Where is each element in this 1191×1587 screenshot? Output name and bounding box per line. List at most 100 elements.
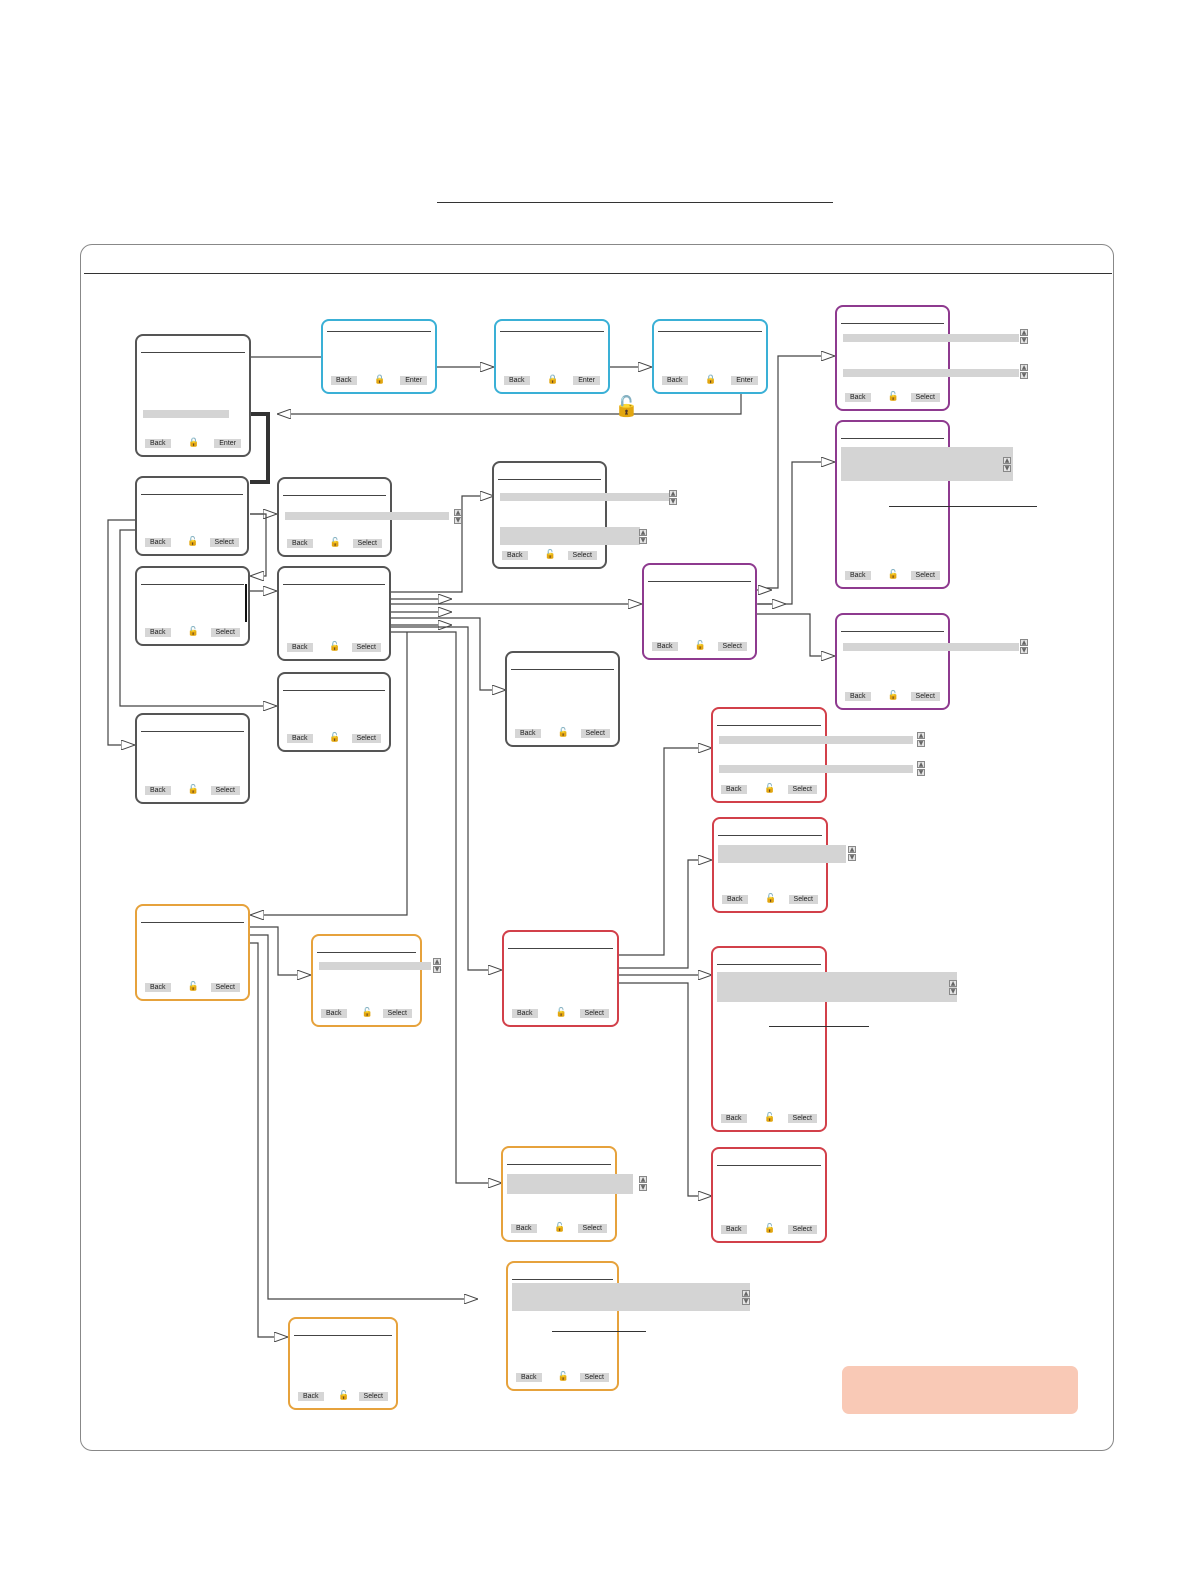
value-field-1[interactable] <box>719 736 913 744</box>
select-button[interactable]: Select <box>210 786 240 795</box>
back-button[interactable]: Back <box>845 571 871 580</box>
back-button[interactable]: Back <box>722 895 748 904</box>
value-field[interactable] <box>843 643 1019 651</box>
link-orange-to-o3 <box>234 934 478 1299</box>
back-button[interactable]: Back <box>511 1224 537 1233</box>
value-field[interactable] <box>319 962 431 970</box>
screen-header-rule <box>500 331 604 332</box>
back-button[interactable]: Back <box>331 376 357 385</box>
back-button[interactable]: Back <box>145 786 171 795</box>
spinner-arrows-icon[interactable]: ▲▼ <box>848 846 856 861</box>
select-button[interactable]: Select <box>787 1114 817 1123</box>
link-purple-to-p2 <box>758 462 835 605</box>
select-button[interactable]: Select <box>787 785 817 794</box>
link-main-to-s2 <box>250 513 267 576</box>
value-block[interactable] <box>718 845 846 863</box>
back-button[interactable]: Back <box>298 1392 324 1401</box>
spinner-arrows-icon[interactable]: ▲▼ <box>639 529 647 544</box>
back-button[interactable]: Back <box>287 643 313 652</box>
back-button[interactable]: Back <box>502 551 528 560</box>
screen-purple-p2: ▲▼ Back 🔓 Select <box>835 420 1037 589</box>
value-field-2[interactable] <box>500 527 640 545</box>
select-button[interactable]: Select <box>787 1225 817 1234</box>
screen-settings-sub: Back 🔓 Select <box>277 672 391 752</box>
value-field[interactable] <box>285 512 449 520</box>
select-button[interactable]: Select <box>580 729 610 738</box>
select-button[interactable]: Select <box>209 538 239 547</box>
select-button[interactable]: Select <box>910 692 940 701</box>
spinner-arrows-icon[interactable]: ▲▼ <box>1003 457 1011 472</box>
spinner-arrows-icon[interactable]: ▲▼ <box>669 490 677 505</box>
back-button[interactable]: Back <box>145 439 171 448</box>
select-button[interactable]: Select <box>210 628 240 637</box>
select-button[interactable]: Select <box>910 393 940 402</box>
spinner-arrows-icon[interactable]: ▲▼ <box>1020 364 1028 379</box>
select-button[interactable]: Select <box>910 571 940 580</box>
underline-rule <box>552 1331 646 1332</box>
lock-open-icon: 🔓 <box>329 733 341 743</box>
spinner-arrows-icon[interactable]: ▲▼ <box>639 1176 647 1191</box>
back-button[interactable]: Back <box>516 1373 542 1382</box>
screen-header-rule <box>717 725 821 726</box>
screen-header-rule <box>283 584 385 585</box>
back-button[interactable]: Back <box>512 1009 538 1018</box>
select-button[interactable]: Select <box>351 734 381 743</box>
value-block[interactable] <box>507 1174 633 1194</box>
spinner-arrows-icon[interactable]: ▲▼ <box>742 1290 750 1305</box>
back-button[interactable]: Back <box>145 983 171 992</box>
enter-button[interactable]: Enter <box>400 376 427 385</box>
screen-header-rule <box>327 331 431 332</box>
value-field-1[interactable] <box>500 493 670 501</box>
enter-button[interactable]: Enter <box>214 439 241 448</box>
select-button[interactable]: Select <box>382 1009 412 1018</box>
scrollbar[interactable] <box>245 584 247 622</box>
enter-button[interactable]: Enter <box>731 376 758 385</box>
spinner-arrows-icon[interactable]: ▲▼ <box>454 509 462 524</box>
back-button[interactable]: Back <box>845 393 871 402</box>
screen-red-r2: ▲▼ Back 🔓 Select <box>712 817 856 913</box>
screen-red-r1: ▲▼ ▲▼ Back 🔓 Select <box>711 707 925 803</box>
select-button[interactable]: Select <box>579 1009 609 1018</box>
select-button[interactable]: Select <box>577 1224 607 1233</box>
select-button[interactable]: Select <box>788 895 818 904</box>
value-block[interactable] <box>512 1283 750 1311</box>
back-button[interactable]: Back <box>287 734 313 743</box>
back-button[interactable]: Back <box>504 376 530 385</box>
select-button[interactable]: Select <box>351 643 381 652</box>
back-button[interactable]: Back <box>145 628 171 637</box>
spinner-arrows-icon[interactable]: ▲▼ <box>1020 329 1028 344</box>
back-button[interactable]: Back <box>721 1225 747 1234</box>
spinner-arrows-icon[interactable]: ▲▼ <box>917 732 925 747</box>
spinner-arrows-icon[interactable]: ▲▼ <box>949 980 957 995</box>
back-button[interactable]: Back <box>321 1009 347 1018</box>
enter-button[interactable]: Enter <box>573 376 600 385</box>
lock-open-icon: 🔓 <box>329 538 341 548</box>
value-field-1[interactable] <box>843 334 1019 342</box>
value-field-2[interactable] <box>843 369 1019 377</box>
value-block[interactable] <box>841 447 1013 481</box>
select-button[interactable]: Select <box>358 1392 388 1401</box>
back-button[interactable]: Back <box>721 1114 747 1123</box>
back-button[interactable]: Back <box>845 692 871 701</box>
spinner-arrows-icon[interactable]: ▲▼ <box>917 761 925 776</box>
lock-closed-icon: 🔒 <box>188 438 200 448</box>
back-button[interactable]: Back <box>721 785 747 794</box>
link-red-to-r1 <box>568 748 712 956</box>
back-button[interactable]: Back <box>287 539 313 548</box>
spinner-arrows-icon[interactable]: ▲▼ <box>433 958 441 973</box>
select-button[interactable]: Select <box>579 1373 609 1382</box>
back-button[interactable]: Back <box>515 729 541 738</box>
select-button[interactable]: Select <box>210 983 240 992</box>
select-button[interactable]: Select <box>717 642 747 651</box>
spinner-arrows-icon[interactable]: ▲▼ <box>1020 639 1028 654</box>
back-button[interactable]: Back <box>652 642 678 651</box>
lock-open-icon: 🔓 <box>187 627 199 637</box>
screen-header-rule <box>512 1279 613 1280</box>
select-button[interactable]: Select <box>567 551 597 560</box>
back-button[interactable]: Back <box>145 538 171 547</box>
value-field-2[interactable] <box>719 765 913 773</box>
back-button[interactable]: Back <box>662 376 688 385</box>
select-button[interactable]: Select <box>352 539 382 548</box>
value-block[interactable] <box>717 972 957 1002</box>
highlighted-option[interactable] <box>143 410 229 418</box>
